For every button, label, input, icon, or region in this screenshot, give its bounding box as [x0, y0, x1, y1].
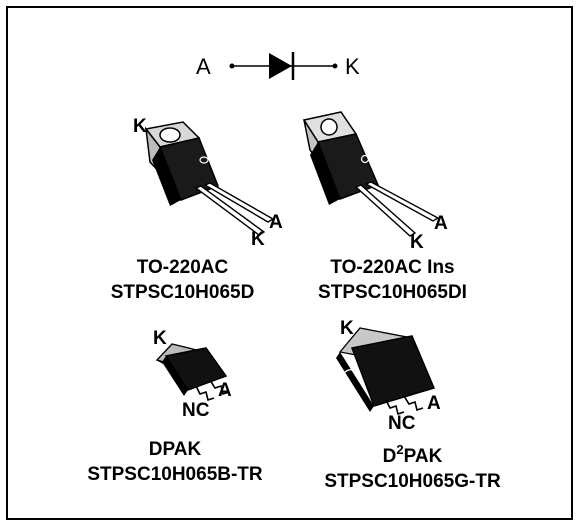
- to220ac-ins-lead2-pin-label: A: [434, 213, 448, 234]
- dpak-part-number: STPSC10H065B-TR: [87, 464, 263, 485]
- d2pak-part-number: STPSC10H065G-TR: [324, 471, 501, 492]
- to220ac-ins-package-name: TO-220AC Ins: [330, 257, 455, 278]
- d2pak-name-superscript: 2: [396, 442, 404, 457]
- figure-frame: [6, 6, 573, 520]
- dpak-tab-pin-label: K: [153, 328, 167, 349]
- to220ac-ins-lead1-pin-label: K: [410, 232, 424, 253]
- to220ac-ins-package-drawing: [302, 111, 440, 237]
- d2pak-name-suffix: PAK: [403, 446, 443, 467]
- d2pak-caption: D2PAK STPSC10H065G-TR: [300, 437, 525, 494]
- to220ac-tab-pin-label: K: [133, 116, 147, 137]
- anode-label: A: [196, 54, 211, 79]
- d2pak-package-name: D2PAK: [300, 437, 525, 469]
- dpak-caption: DPAK STPSC10H065B-TR: [60, 437, 290, 487]
- dpak-lead2-pin-label: A: [218, 380, 232, 401]
- to220ac-package-name: TO-220AC: [136, 257, 229, 278]
- diode-symbol: [229, 52, 338, 80]
- to220ac-caption: TO-220AC STPSC10H065D: [95, 255, 270, 305]
- d2pak-package-drawing: [336, 327, 436, 416]
- d2pak-name-prefix: D: [382, 446, 397, 467]
- to220ac-part-number: STPSC10H065D: [110, 282, 255, 303]
- d2pak-lead2-pin-label: A: [427, 393, 441, 414]
- to220ac-ins-part-number: STPSC10H065DI: [318, 282, 467, 303]
- to220ac-ins-caption: TO-220AC Ins STPSC10H065DI: [300, 255, 485, 305]
- d2pak-tab-pin-label: K: [340, 318, 354, 339]
- to220ac-lead2-pin-label: A: [269, 212, 283, 233]
- dpak-lead1-pin-label: NC: [182, 400, 210, 421]
- cathode-label: K: [345, 54, 360, 79]
- dpak-package-name: DPAK: [148, 439, 202, 460]
- to220ac-package-drawing: [144, 121, 275, 236]
- dpak-package-drawing: [155, 343, 230, 402]
- d2pak-lead1-pin-label: NC: [388, 413, 416, 434]
- to220ac-lead1-pin-label: K: [251, 229, 265, 250]
